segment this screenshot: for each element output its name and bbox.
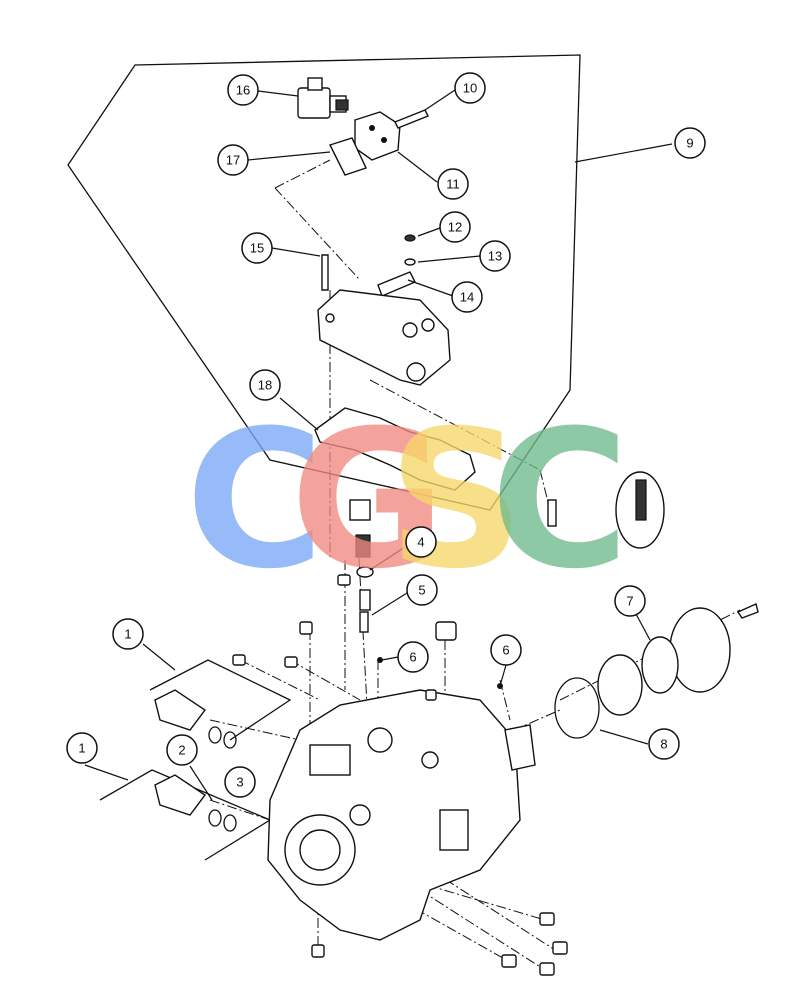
callout-circle xyxy=(674,127,706,159)
callout-5: 5 xyxy=(406,574,438,606)
callout-number: 1 xyxy=(78,741,85,756)
callout-circle xyxy=(451,281,483,313)
callout-circle xyxy=(241,232,273,264)
callout-circle xyxy=(479,240,511,272)
callout-18: 18 xyxy=(249,369,281,401)
check-valve-part xyxy=(547,471,665,549)
watermark-letter: C xyxy=(185,390,324,611)
callout-number: 1 xyxy=(124,627,131,642)
callout-circle xyxy=(439,211,471,243)
callout-number: 2 xyxy=(178,743,185,758)
watermark-letter: C xyxy=(490,390,629,611)
callout-12: 12 xyxy=(439,211,471,243)
callout-number: 5 xyxy=(418,583,425,598)
callout-2: 2 xyxy=(166,734,198,766)
callout-number: 6 xyxy=(502,643,509,658)
callout-circle xyxy=(166,734,198,766)
callout-circle xyxy=(112,618,144,650)
callout-circle xyxy=(397,641,429,673)
relief-valve-top-part xyxy=(154,689,237,749)
callout-4: 4 xyxy=(405,526,437,558)
callout-number: 7 xyxy=(626,594,633,609)
callout-number: 10 xyxy=(463,81,477,96)
callout-15: 15 xyxy=(241,232,273,264)
callout-number: 13 xyxy=(488,249,502,264)
callout-number: 17 xyxy=(226,153,240,168)
callout-circle xyxy=(614,585,646,617)
callout-number: 18 xyxy=(258,378,272,393)
seal-ring-parts xyxy=(554,603,759,739)
bolt-15-part xyxy=(321,254,329,291)
callout-circle xyxy=(405,526,437,558)
callout-7: 7 xyxy=(614,585,646,617)
watermark-letter: G xyxy=(290,390,446,611)
callout-circle xyxy=(437,168,469,200)
plate-14-part xyxy=(377,271,416,297)
callout-10: 10 xyxy=(454,72,486,104)
callout-number: 15 xyxy=(250,241,264,256)
watermark-letter: S xyxy=(388,390,525,611)
callout-circle xyxy=(66,732,98,764)
watermark: C G S C xyxy=(185,390,629,611)
callout-number: 16 xyxy=(236,83,250,98)
callout-8: 8 xyxy=(648,728,680,760)
callout-14: 14 xyxy=(451,281,483,313)
callout-circle xyxy=(406,574,438,606)
callout-circle xyxy=(454,72,486,104)
washer-12-part xyxy=(404,234,416,242)
bracket-1-bottom xyxy=(99,769,272,861)
spool-part xyxy=(349,499,374,633)
callout-1: 1 xyxy=(66,732,98,764)
pump-housing-part xyxy=(267,689,536,941)
screw-10-part xyxy=(394,109,429,129)
callout-circle xyxy=(224,766,256,798)
callout-16: 16 xyxy=(227,74,259,106)
plugs-and-bolts xyxy=(232,574,568,976)
control-housing-part xyxy=(317,289,451,386)
gasket-18-part xyxy=(314,407,476,491)
callout-number: 12 xyxy=(448,220,462,235)
callout-number: 3 xyxy=(236,775,243,790)
callout-1: 1 xyxy=(112,618,144,650)
callout-6: 6 xyxy=(490,634,522,666)
callout-6: 6 xyxy=(397,641,429,673)
relief-valve-bottom-part xyxy=(154,774,237,832)
gasket-17-part xyxy=(329,137,367,176)
callout-circle xyxy=(227,74,259,106)
callout-circle xyxy=(490,634,522,666)
callout-circle xyxy=(648,728,680,760)
callout-number: 6 xyxy=(409,650,416,665)
callout-3: 3 xyxy=(224,766,256,798)
callout-9: 9 xyxy=(674,127,706,159)
callout-circle xyxy=(217,144,249,176)
callout-number: 11 xyxy=(446,177,460,192)
washer-13-part xyxy=(404,258,416,266)
valve-block-part xyxy=(354,111,401,161)
callout-13: 13 xyxy=(479,240,511,272)
callout-number: 9 xyxy=(686,136,693,151)
callout-circle xyxy=(249,369,281,401)
solenoid-part xyxy=(297,77,349,119)
callout-17: 17 xyxy=(217,144,249,176)
callout-number: 8 xyxy=(660,737,667,752)
bracket-1-top xyxy=(149,659,292,741)
callout-number: 4 xyxy=(417,535,424,550)
callout-number: 14 xyxy=(460,290,474,305)
group-9-outline xyxy=(67,54,581,511)
callout-11: 11 xyxy=(437,168,469,200)
